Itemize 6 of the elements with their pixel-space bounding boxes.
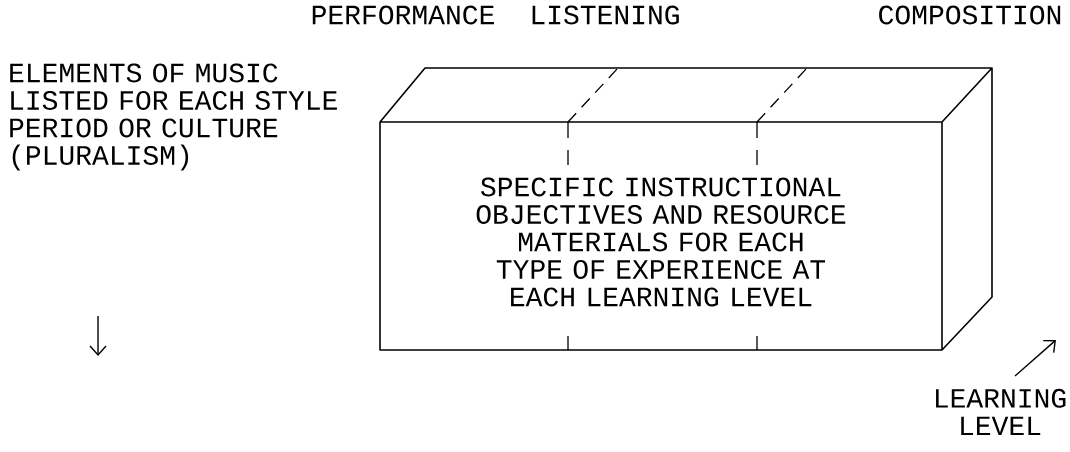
box-text: SPECIFIC INSTRUCTIONAL OBJECTIVES AND RESOURCE MATERIALS FOR EACH TYPE OF EXPERIENCE AT EACH LEARNING LEVEL <box>476 177 846 307</box>
column-label: LISTENING <box>532 5 679 25</box>
axis-label: ELEMENTS OF MUSIC LISTED FOR EACH STYLE PERIOD OR CULTURE (PLURALISM) <box>10 63 337 171</box>
column-label: PERFORMANCE <box>312 5 494 25</box>
axis-label: LEARNING LEVEL <box>936 388 1066 436</box>
column-label: COMPOSITION <box>879 5 1061 25</box>
